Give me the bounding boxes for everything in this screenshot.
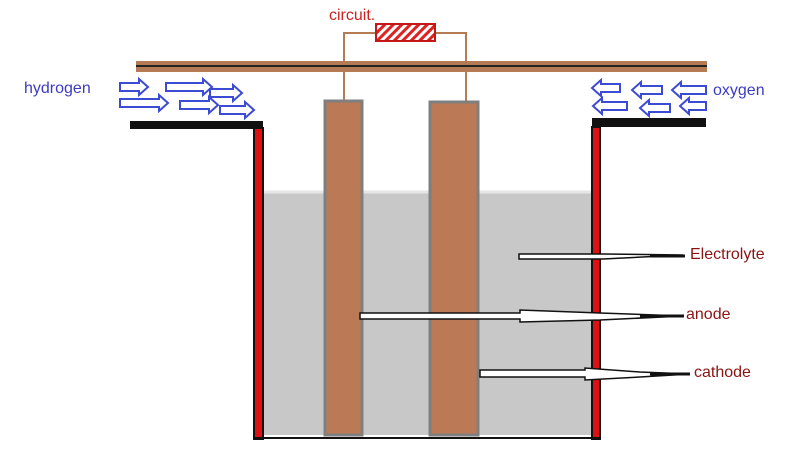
container-wall-right [591, 126, 601, 440]
hydrogen-arrow [119, 92, 170, 114]
hydrogen-arrow [165, 76, 214, 98]
oxygen-arrow [630, 79, 663, 101]
electrolyte-label: Electrolyte [690, 246, 765, 263]
hydrogen-arrow [209, 82, 244, 104]
oxygen-arrows [590, 77, 707, 119]
oxygen-arrow [638, 97, 671, 119]
hydrogen-arrow [119, 76, 150, 98]
circuit-label: circuit. [329, 7, 375, 24]
hydrogen-arrow [179, 94, 220, 116]
oxygen-arrow [591, 95, 628, 117]
cathode-label: cathode [694, 364, 751, 381]
circuit-wire [343, 32, 467, 101]
electrode-right [428, 100, 480, 437]
pointer-cathode [479, 367, 691, 381]
container-wall-left [253, 127, 264, 440]
pointer-anode [359, 309, 684, 323]
hydrogen-arrow [219, 99, 256, 121]
container-ledge-right [592, 118, 706, 127]
oxygen-arrow [590, 77, 621, 99]
anode-label: anode [686, 306, 731, 323]
oxygen-label: oxygen [713, 82, 765, 99]
hydrogen-label: hydrogen [24, 80, 91, 97]
resistor [375, 23, 436, 42]
oxygen-arrow [678, 95, 707, 117]
hydrogen-arrows [119, 76, 256, 121]
electrode-left [323, 99, 364, 437]
container-ledge-left [130, 121, 263, 129]
oxygen-arrow [670, 79, 707, 101]
pointer-electrolyte [518, 253, 685, 260]
